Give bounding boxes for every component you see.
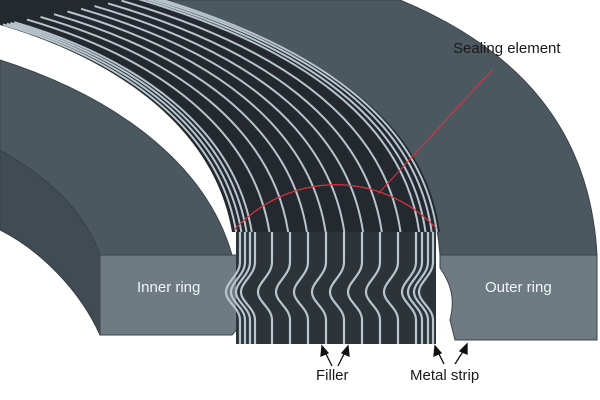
metal-strip-section — [310, 232, 328, 344]
inner-ring-top-surface — [0, 59, 233, 256]
arrow-head-icon — [320, 344, 330, 358]
metal-strip-arrows — [433, 342, 468, 365]
inner-ring-label: Inner ring — [137, 279, 201, 296]
arrow-head-icon — [433, 344, 443, 358]
sealing-element-top — [0, 0, 440, 232]
metal-strip-section — [346, 232, 364, 344]
sealing-element-front — [236, 232, 436, 344]
metal-strip-top — [159, 0, 438, 233]
metal-strip-top — [145, 0, 427, 233]
metal-strips-cross-section — [224, 232, 435, 344]
metal-strip-section — [364, 232, 382, 344]
metal-strip-top — [2, 23, 238, 233]
metal-strip-top — [53, 13, 308, 233]
filler-arrows — [320, 344, 350, 367]
metal-strip-top — [94, 5, 365, 233]
metal-strip-section — [400, 232, 418, 344]
metal-strip-top — [138, 0, 421, 233]
arrow-head-icon — [458, 342, 468, 355]
sealing-element-arc — [233, 184, 437, 231]
metal-strip-section — [256, 232, 274, 344]
metal-strip-section — [239, 232, 257, 344]
sealing-element-leader — [377, 69, 493, 195]
metal-strip-section — [382, 232, 400, 344]
metal-strip-section — [412, 232, 430, 344]
metal-strip-section — [234, 232, 252, 344]
metal-strip-top — [40, 15, 290, 233]
metal-strip-section — [274, 232, 292, 344]
outer-ring-label: Outer ring — [485, 279, 552, 296]
metal-strip-label: Metal strip — [410, 367, 480, 384]
filler-label: Filler — [316, 367, 349, 384]
arrow-head-icon — [340, 344, 350, 358]
metal-strip-top — [152, 0, 433, 233]
metal-strip-top — [67, 10, 327, 233]
sealing-element-label: Sealing element — [453, 40, 561, 57]
metal-strip-top — [13, 21, 253, 233]
metal-strip-top — [6, 22, 243, 233]
metal-strip-section — [292, 232, 310, 344]
metal-strip-section — [406, 232, 424, 344]
metal-strip-top — [26, 18, 271, 233]
metal-strips-top — [2, 0, 438, 233]
metal-strip-top — [10, 21, 248, 233]
metal-strip-section — [224, 232, 242, 344]
metal-strip-top — [80, 7, 346, 233]
metal-strip-top — [121, 0, 402, 233]
outer-ring-front-face — [439, 254, 598, 341]
metal-strip-top — [107, 2, 383, 233]
metal-strip-section — [328, 232, 346, 344]
metal-strip-section — [229, 232, 247, 344]
metal-strip-section — [417, 232, 435, 344]
